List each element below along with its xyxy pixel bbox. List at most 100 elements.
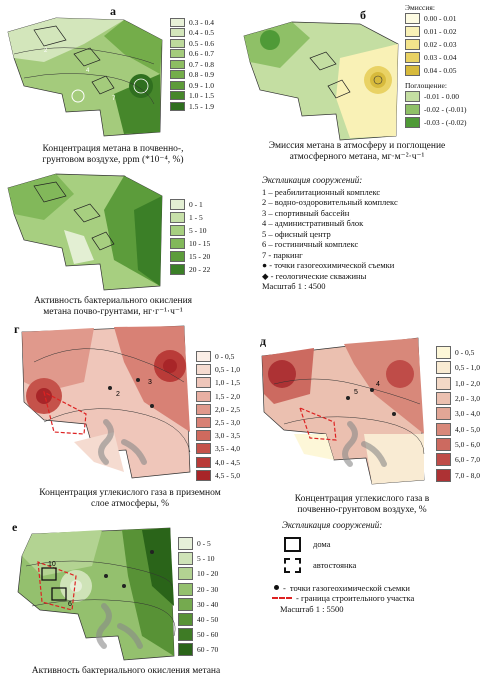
survey-point-icon	[274, 585, 279, 591]
legend-swatch	[170, 80, 185, 90]
legend-swatch	[436, 468, 451, 482]
legend-row: 0.4 - 0.5	[170, 28, 214, 39]
legend-row: 0.02 - 0.03	[405, 38, 467, 51]
legend-row: 3,0 - 3,5	[196, 429, 240, 442]
legend-swatch	[170, 101, 185, 111]
legend-swatch	[436, 437, 451, 451]
legend-swatch	[436, 422, 451, 436]
legend-swatch	[196, 430, 211, 442]
panel-b-letter: б	[360, 8, 366, 22]
legend-row: 7,0 - 8,0	[436, 467, 480, 482]
legend-swatch	[436, 407, 451, 421]
explication-item: 3 – спортивный бассейн	[262, 207, 350, 218]
explication-item: 5 – офисный центр	[262, 228, 331, 239]
explication-2-title: Экспликация сооружений:	[282, 520, 383, 530]
legend-row: 4,0 - 5,0	[436, 421, 480, 436]
svg-text:4: 4	[86, 68, 90, 74]
legend-row: 20 - 30	[178, 582, 218, 597]
legend-swatch	[178, 582, 193, 596]
explication-item: 6 – гостиничный комплекс	[262, 239, 359, 249]
legend-row: 0 - 1	[170, 198, 210, 211]
panel-g-legend: 0 - 0,5 0,5 - 1,0 1,0 - 1,5 1,5 - 2,0 2,…	[196, 350, 240, 482]
panel-g-letter: г	[14, 322, 20, 336]
legend-swatch	[405, 26, 420, 37]
legend-swatch	[178, 552, 193, 566]
legend-swatch	[436, 392, 451, 406]
legend-row: 0 - 0,5	[196, 350, 240, 363]
emission-title: Эмиссия:	[405, 3, 435, 12]
legend-swatch	[196, 456, 211, 468]
legend-swatch	[436, 453, 451, 467]
legend-swatch	[170, 199, 185, 210]
legend-row: 3,5 - 4,0	[196, 442, 240, 455]
legend-row: 0 - 5	[178, 536, 218, 551]
legend-row: 1,5 - 2,0	[196, 390, 240, 403]
explication-item: 2 – водно-оздоровительный комплекс	[262, 197, 398, 207]
legend-row: 5 - 10	[178, 551, 218, 566]
legend-swatch	[196, 469, 211, 481]
legend-row: 1,0 - 1,5	[196, 376, 240, 389]
svg-text:2: 2	[44, 48, 48, 54]
legend-row: -0.03 - (-0.02)	[405, 116, 467, 129]
legend-swatch	[436, 361, 451, 375]
legend-row: 50 - 60	[178, 627, 218, 642]
legend-row: 4,0 - 4,5	[196, 456, 240, 469]
svg-text:2: 2	[116, 391, 120, 398]
legend-swatch	[170, 225, 185, 236]
explication-1-title: Экспликация сооружений:	[262, 175, 363, 185]
scale-text: Масштаб 1 : 4500	[262, 281, 326, 291]
legend-swatch	[170, 91, 185, 101]
legend-row: 0.04 - 0.05	[405, 64, 467, 77]
legend-row: 0.9 - 1.0	[170, 80, 214, 91]
legend-swatch	[178, 537, 193, 551]
panel-a-legend: 0.3 - 0.4 0.4 - 0.5 0.5 - 0.6 0.6 - 0.7 …	[170, 17, 214, 112]
legend-row: 2,0 - 3,0	[436, 391, 480, 406]
co2-soil-map: 54	[261, 337, 425, 485]
legend-row: 0,5 - 1,0	[436, 360, 480, 375]
legend-swatch	[170, 212, 185, 223]
legend-swatch	[178, 567, 193, 581]
legend-row: 1 - 5	[170, 211, 210, 224]
legend-row: 0.5 - 0.6	[170, 38, 214, 49]
dash-text: -	[283, 582, 286, 593]
legend-row: 5,0 - 6,0	[436, 437, 480, 452]
legend-swatch	[196, 377, 211, 389]
svg-text:6: 6	[68, 601, 72, 608]
explication-item: 4 – административный блок	[262, 218, 364, 228]
legend-row: 6,0 - 7,0	[436, 452, 480, 467]
legend-row: 1,0 - 2,0	[436, 376, 480, 391]
legend-swatch	[196, 390, 211, 402]
boundary-line-icon	[272, 597, 292, 600]
panel-e-letter: е	[12, 520, 18, 534]
legend-points: - точки газогеохимической съемки	[262, 583, 482, 594]
explication-1: Экспликация сооружений: 1 – реабилитацио…	[262, 175, 482, 292]
legend-swatch	[196, 417, 211, 429]
legend-swatch	[170, 28, 185, 38]
legend-boundary: - граница строительного участка	[262, 593, 482, 604]
legend-row: -0.02 - (-0.01)	[405, 103, 467, 116]
panel-a-letter: а	[110, 4, 116, 18]
legend-row: 0.8 - 0.9	[170, 70, 214, 81]
legend-row: 0 - 0,5	[436, 345, 480, 360]
legend-row: 40 - 50	[178, 612, 218, 627]
legend-swatch	[170, 38, 185, 48]
legend-row: 0.3 - 0.4	[170, 17, 214, 28]
legend-swatch	[405, 52, 420, 63]
svg-text:3: 3	[148, 379, 152, 386]
legend-row: 60 - 70	[178, 642, 218, 657]
legend-row: 15 - 20	[170, 250, 210, 263]
legend-row: 0.03 - 0.04	[405, 51, 467, 64]
legend-swatch	[196, 443, 211, 455]
legend-row: 0.7 - 0.8	[170, 59, 214, 70]
methane-soil-map: 247	[7, 17, 163, 137]
legend-swatch	[436, 376, 451, 390]
legend-row: 4,5 - 5,0	[196, 469, 240, 482]
legend-row: 5 - 10	[170, 224, 210, 237]
co2-surface-map: 23	[21, 325, 191, 479]
legend-swatch	[178, 597, 193, 611]
panel-e-legend: 0 - 5 5 - 10 10 - 20 20 - 30 30 - 40 40 …	[178, 536, 218, 658]
explication-item: ● - точки газогеохимической съемки	[262, 260, 395, 270]
legend-row: 2,5 - 3,0	[196, 416, 240, 429]
